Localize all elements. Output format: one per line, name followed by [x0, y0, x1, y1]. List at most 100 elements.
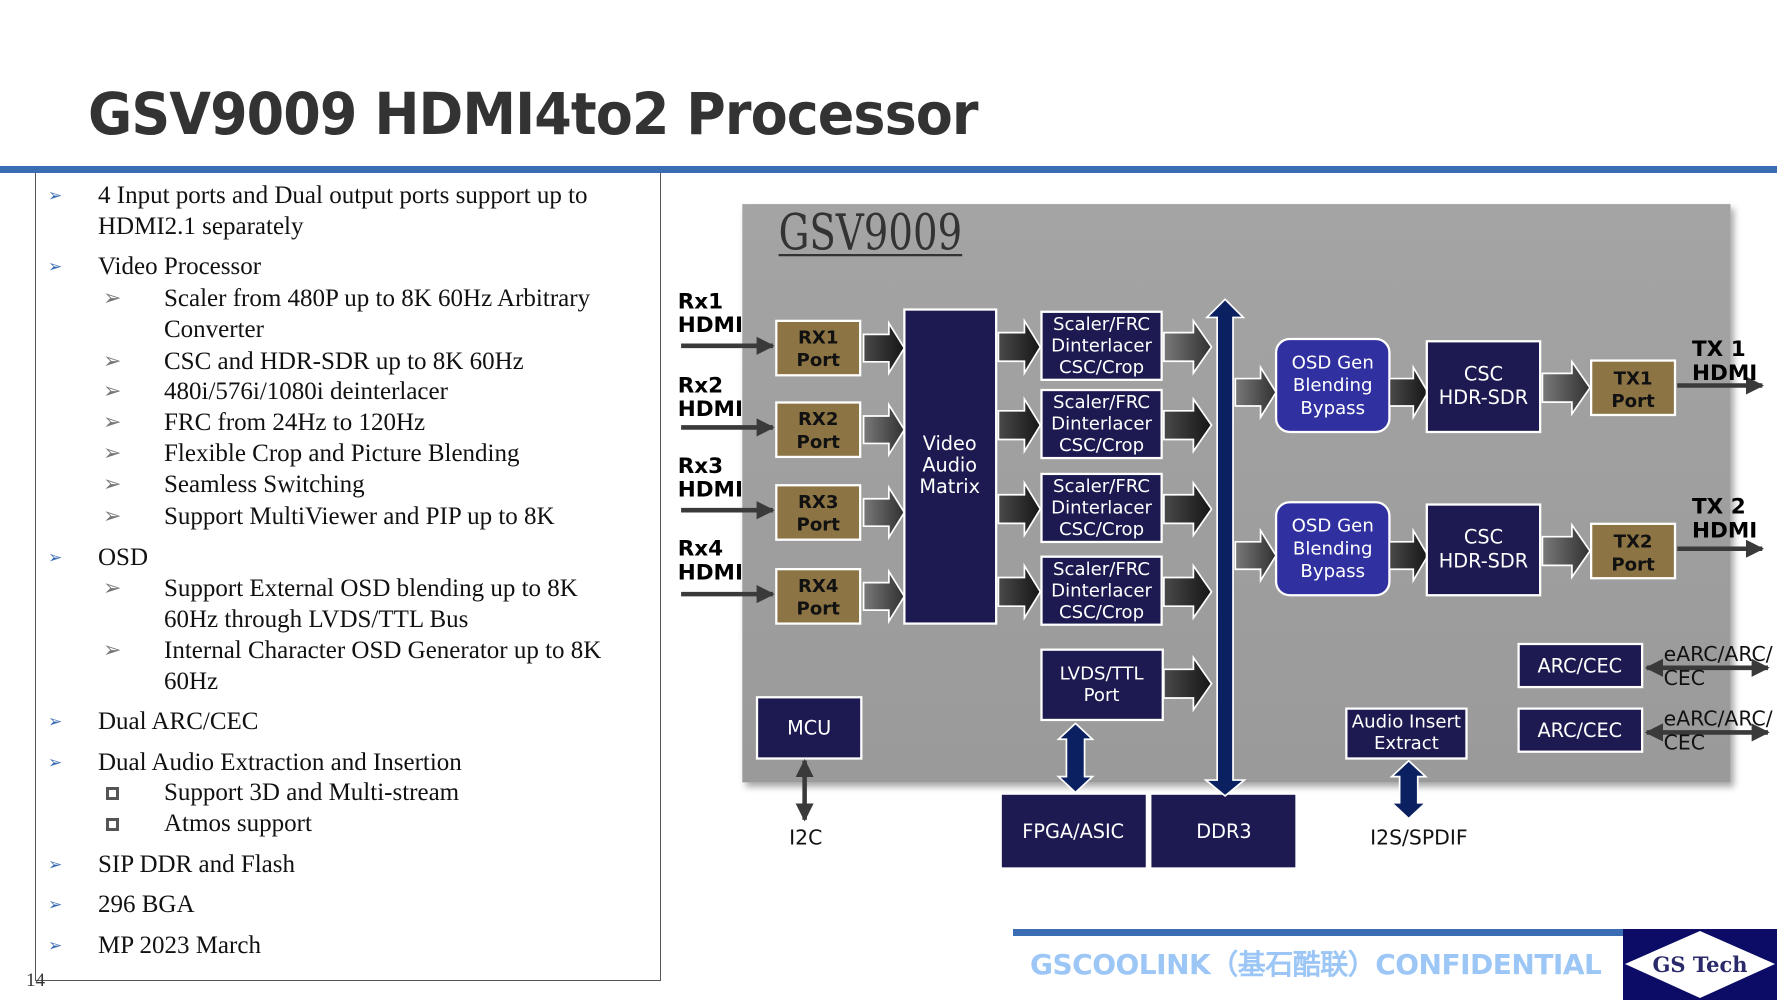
feature-item-text: Flexible Crop and Picture Blending — [164, 440, 520, 467]
tx-output-label: TX 2 — [1692, 495, 1746, 520]
system-bus — [1203, 298, 1247, 798]
logo-text: GS Tech — [1652, 952, 1747, 977]
i2s-link-icon — [1389, 759, 1428, 820]
osd-label: Bypass — [1300, 561, 1365, 582]
title-divider — [0, 166, 1777, 173]
flow-arrow-icon — [1163, 480, 1213, 538]
lvds-ttl-port-block — [1040, 648, 1164, 722]
arrow-outline-icon: ➢ — [103, 440, 122, 465]
feature-item-text: Atmos support — [164, 810, 312, 837]
csc-label: CSC — [1464, 526, 1503, 549]
csc-hdr-sdr-block — [1425, 340, 1542, 434]
lvds-label: Port — [1084, 685, 1120, 706]
tx-port-block — [1590, 522, 1677, 580]
flow-arrow-icon — [1388, 364, 1429, 421]
rx-input-label: Rx3 — [678, 454, 723, 479]
arrow-outline-icon: ➢ — [103, 503, 122, 528]
feature-item-text: 60Hz — [164, 668, 219, 695]
arrow-outline-icon: ➢ — [103, 637, 122, 662]
flow-arrow-icon — [1163, 563, 1213, 621]
tx-port-label: Port — [1611, 554, 1655, 575]
flow-arrow-icon — [862, 401, 906, 458]
scaler-label: Dinterlacer — [1051, 414, 1152, 435]
arrow-icon: ➢ — [48, 712, 63, 731]
lvds-label: LVDS/TTL — [1060, 664, 1144, 685]
feature-item-text: Internal Character OSD Generator up to 8… — [164, 637, 602, 664]
gs-tech-logo: GS Tech — [1623, 929, 1777, 1000]
arc-cec-block — [1517, 642, 1644, 689]
feature-item-text: Video Processor — [98, 253, 262, 280]
feature-item-text: Converter — [164, 316, 264, 343]
scaler-label: Scaler/FRC — [1053, 476, 1150, 497]
feature-item-text: 4 Input ports and Dual output ports supp… — [98, 182, 588, 209]
fpga-asic-block — [999, 792, 1149, 870]
flow-arrow-icon — [1234, 527, 1278, 584]
scaler-label: Dinterlacer — [1051, 498, 1152, 519]
flow-arrow-icon — [1163, 396, 1213, 454]
scaler-label: Scaler/FRC — [1053, 392, 1150, 413]
fpga-label: FPGA/ASIC — [1022, 820, 1124, 843]
tx-output-label: HDMI — [1692, 518, 1757, 543]
matrix-label: Video — [923, 432, 977, 455]
tx-port-label: Port — [1611, 391, 1655, 412]
osd-label: OSD Gen — [1292, 516, 1374, 537]
i2c-label: I2C — [789, 826, 822, 850]
tx-port-label: TX1 — [1614, 368, 1653, 389]
rx-port-label: Port — [797, 432, 841, 453]
rx-port-label: RX4 — [798, 576, 839, 597]
feature-item-text: 480i/576i/1080i deinterlacer — [164, 378, 448, 405]
flow-arrow-icon — [862, 568, 906, 625]
scaler-frc-block — [1040, 388, 1163, 460]
flow-arrow-icon — [862, 320, 906, 376]
audio-insert-extract-block — [1345, 707, 1468, 760]
rx-port-block — [775, 401, 862, 459]
audio-label: Audio Insert — [1352, 711, 1461, 732]
rx-input-label: Rx1 — [678, 289, 723, 314]
scaler-frc-block — [1040, 472, 1163, 544]
feature-item-text: 60Hz through LVDS/TTL Bus — [164, 606, 469, 633]
feature-item-text: Dual Audio Extraction and Insertion — [98, 749, 462, 776]
feature-item-text: SIP DDR and Flash — [98, 851, 296, 878]
arrow-icon: ➢ — [48, 895, 63, 914]
scaler-frc-block — [1040, 555, 1163, 626]
scaler-label: Scaler/FRC — [1053, 559, 1150, 580]
earc-label: eARC/ARC/ — [1664, 707, 1773, 731]
arrow-outline-icon: ➢ — [103, 471, 122, 496]
csc-label: HDR-SDR — [1439, 386, 1528, 409]
tx-output-label: HDMI — [1692, 361, 1757, 386]
rx-port-label: RX1 — [798, 328, 839, 349]
chip-label: GSV9009 — [779, 203, 963, 261]
i2s-spdif-label: I2S/SPDIF — [1370, 826, 1467, 850]
rx-port-label: Port — [797, 599, 841, 620]
ddr3-label: DDR3 — [1196, 820, 1251, 843]
feature-item-text: Support External OSD blending up to 8K — [164, 575, 578, 602]
feature-item-text: Scaler from 480P up to 8K 60Hz Arbitrary — [164, 285, 591, 312]
scaler-label: CSC/Crop — [1059, 602, 1144, 623]
earc-label: eARC/ARC/ — [1664, 642, 1773, 666]
flow-arrow-icon — [997, 396, 1042, 455]
scaler-label: CSC/Crop — [1059, 519, 1144, 540]
rx-input-label: Rx4 — [678, 537, 723, 562]
feature-item-text: HDMI2.1 separately — [98, 213, 304, 240]
scaler-label: Dinterlacer — [1051, 335, 1152, 356]
rx-input-label: HDMI — [678, 478, 743, 503]
arrow-outline-icon: ➢ — [103, 348, 122, 373]
audio-label: Extract — [1374, 733, 1439, 754]
feature-item-text: OSD — [98, 544, 149, 571]
arrow-outline-icon: ➢ — [103, 378, 122, 403]
rx-input-label: HDMI — [678, 397, 743, 422]
csc-label: HDR-SDR — [1439, 549, 1528, 572]
footer-divider — [1013, 929, 1623, 936]
osd-label: OSD Gen — [1292, 352, 1374, 373]
arrow-icon: ➢ — [48, 936, 63, 955]
rx-port-label: Port — [797, 515, 841, 536]
rx-port-label: RX3 — [798, 492, 839, 513]
arrow-icon: ➢ — [48, 186, 63, 205]
slide-title: GSV9009 HDMI4to2 Processor — [88, 80, 979, 148]
rx-port-label: Port — [797, 350, 841, 371]
arrow-outline-icon: ➢ — [103, 285, 122, 310]
square-icon — [106, 818, 119, 831]
flow-arrow-icon — [1163, 654, 1213, 713]
scaler-label: CSC/Crop — [1059, 435, 1144, 456]
